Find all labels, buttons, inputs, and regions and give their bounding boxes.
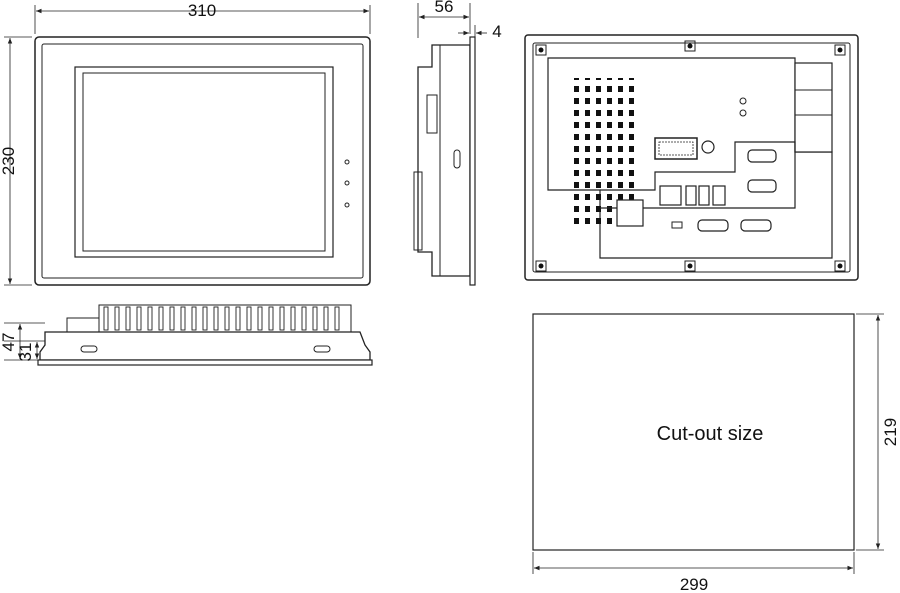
side-depth-label: 56 bbox=[435, 0, 454, 16]
bottom-total-height-label: 47 bbox=[0, 333, 18, 352]
mounting-hole-icon bbox=[538, 263, 544, 269]
heatsink-fin bbox=[312, 306, 318, 331]
mounting-hole-icon bbox=[684, 260, 696, 272]
heatsink-fin bbox=[114, 306, 120, 331]
dim-bottom-heights: 47 31 bbox=[0, 322, 45, 362]
side-slot bbox=[453, 149, 461, 169]
heatsink-fin bbox=[279, 306, 285, 331]
usb-port-icon bbox=[685, 185, 697, 206]
bottom-view bbox=[37, 304, 373, 366]
heatsink-fin bbox=[257, 306, 263, 331]
bottom-bezel bbox=[37, 359, 373, 366]
side-body bbox=[417, 44, 471, 277]
heatsink-fin bbox=[323, 306, 329, 331]
mounting-hole-icon bbox=[684, 40, 696, 52]
dim-cutout-height: 219 bbox=[856, 313, 900, 551]
mounting-holes bbox=[535, 40, 846, 272]
heatsink-fin bbox=[158, 306, 164, 331]
front-screen-frame bbox=[74, 66, 334, 258]
status-led-icon bbox=[344, 159, 350, 165]
dim-cutout-width: 299 bbox=[532, 552, 855, 593]
front-bezel-outer bbox=[34, 36, 371, 286]
heatsink-fin bbox=[125, 306, 131, 331]
front-screen bbox=[82, 72, 326, 252]
heatsink-fin bbox=[334, 306, 340, 331]
db9-port-icon bbox=[747, 149, 777, 163]
side-connector bbox=[426, 94, 438, 134]
usb-port-icon bbox=[698, 185, 710, 206]
dc-jack-icon bbox=[712, 185, 726, 206]
heatsink-fin bbox=[180, 306, 186, 331]
front-view bbox=[34, 36, 371, 286]
status-led-icon bbox=[344, 202, 350, 208]
rear-view bbox=[524, 34, 859, 281]
bezel-thickness-label: 4 bbox=[492, 22, 501, 41]
front-bezel-inner bbox=[41, 43, 364, 279]
mounting-hole-icon bbox=[687, 43, 693, 49]
mounting-hole-icon bbox=[837, 47, 843, 53]
bottom-slot-left bbox=[80, 345, 98, 353]
heatsink-fin bbox=[268, 306, 274, 331]
side-rear-panel bbox=[439, 44, 471, 277]
ethernet-port-icon bbox=[659, 185, 682, 206]
mounting-hole-icon bbox=[687, 263, 693, 269]
mounting-hole-icon bbox=[538, 47, 544, 53]
bottom-body-height-label: 31 bbox=[16, 343, 35, 362]
heatsink-fin bbox=[103, 306, 109, 331]
bottom-slot-right bbox=[313, 345, 331, 353]
io-panel-outline bbox=[600, 141, 796, 209]
power-module bbox=[794, 62, 833, 153]
heatsink-fin bbox=[290, 306, 296, 331]
dip-switch-icon bbox=[671, 221, 683, 229]
bottom-heatsink-block bbox=[66, 317, 100, 333]
indicator-icon bbox=[739, 109, 747, 117]
mounting-hole-icon bbox=[535, 44, 547, 56]
side-bezel bbox=[469, 36, 476, 286]
rear-inner bbox=[532, 42, 851, 273]
heatsink-fin bbox=[136, 306, 142, 331]
reset-button-icon bbox=[701, 140, 715, 154]
heatsink-fin bbox=[213, 306, 219, 331]
side-fins bbox=[413, 171, 423, 251]
heatsink-fin bbox=[235, 306, 241, 331]
front-width-label: 310 bbox=[188, 1, 216, 20]
heatsink-fin bbox=[224, 306, 230, 331]
status-led-icon bbox=[344, 180, 350, 186]
bottom-fins bbox=[103, 306, 340, 331]
mounting-hole-icon bbox=[837, 263, 843, 269]
rear-db9-port-icon bbox=[697, 219, 729, 232]
heatsink-fin bbox=[202, 306, 208, 331]
power-terminal-icon bbox=[616, 199, 644, 227]
heatsink-fin bbox=[246, 306, 252, 331]
mounting-hole-icon bbox=[535, 260, 547, 272]
rear-db9-port-icon bbox=[740, 219, 772, 232]
cutout-view: Cut-out size bbox=[532, 313, 855, 551]
cutout-width-label: 299 bbox=[680, 575, 708, 593]
mounting-hole-icon bbox=[834, 260, 846, 272]
indicator-icon bbox=[739, 97, 747, 105]
label-plate bbox=[654, 137, 698, 160]
front-height-label: 230 bbox=[0, 147, 18, 175]
heatsink-fin bbox=[169, 306, 175, 331]
mounting-hole-icon bbox=[834, 44, 846, 56]
dim-front-width: 310 bbox=[34, 1, 371, 34]
dim-front-height: 230 bbox=[0, 36, 32, 286]
dim-side-depth: 56 bbox=[417, 0, 471, 38]
cutout-rect bbox=[532, 313, 855, 551]
side-view bbox=[413, 36, 476, 286]
cutout-label: Cut-out size bbox=[657, 423, 764, 445]
dim-bezel-thickness: 4 bbox=[458, 22, 502, 41]
heatsink-fin bbox=[147, 306, 153, 331]
heatsink-fin bbox=[191, 306, 197, 331]
heatsink-fin bbox=[301, 306, 307, 331]
cutout-height-label: 219 bbox=[881, 418, 900, 446]
db9-port-icon bbox=[747, 179, 777, 193]
